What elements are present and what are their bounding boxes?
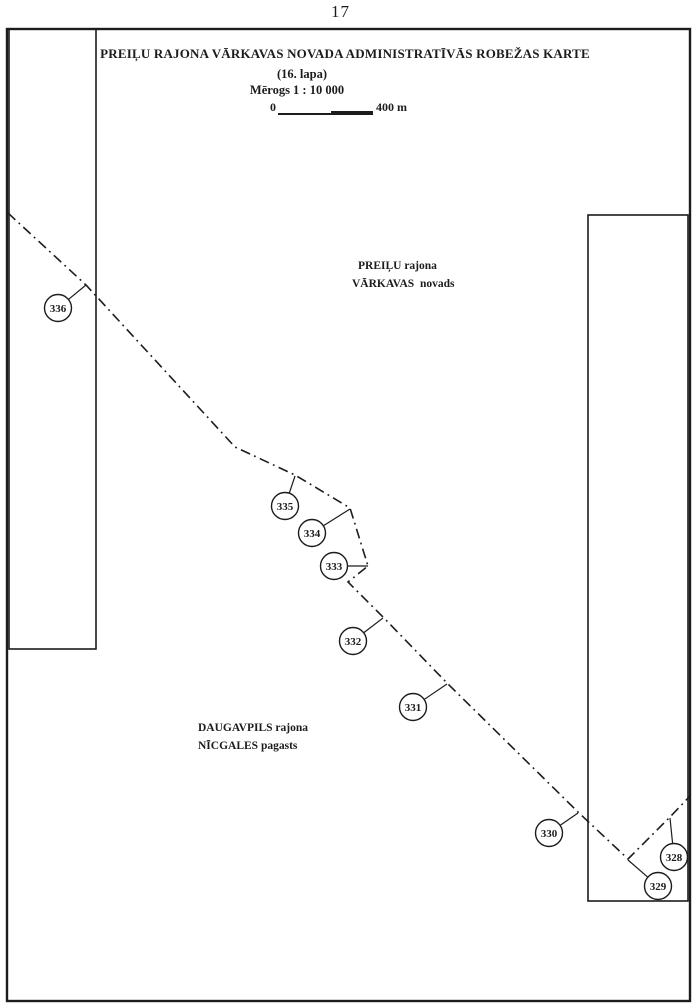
scale-text: Mērogs 1 : 10 000 — [249, 83, 345, 97]
marker-leader-334 — [323, 508, 351, 527]
sheet-number-label: (16. lapa) — [277, 67, 327, 81]
page-number: 17 — [331, 2, 350, 21]
boundary-point-number-335: 335 — [277, 501, 294, 513]
boundary-point-number-331: 331 — [405, 702, 422, 714]
boundary-point-circle-336 — [43, 293, 73, 323]
boundary-point-circle-334 — [297, 518, 327, 548]
boundary-point-circle-335 — [270, 491, 300, 521]
boundary-point-number-330: 330 — [541, 828, 558, 840]
marker-leader-328 — [669, 817, 674, 844]
boundary-point-circle-329 — [643, 871, 673, 901]
region-label-preilu-rajons: PREIĻU rajona — [358, 260, 437, 272]
marker-leader-331 — [423, 683, 448, 700]
scalebar-filled-segment — [331, 110, 373, 115]
boundary-point-number-336: 336 — [50, 303, 67, 315]
marker-leader-335 — [288, 475, 296, 494]
adjacent-sheet-outline-2 — [587, 214, 689, 902]
adjacent-sheet-outline-1 — [8, 28, 97, 650]
map-outer-border — [5, 27, 692, 1003]
boundary-point-number-328: 328 — [666, 852, 683, 864]
boundary-point-circle-331 — [398, 692, 428, 722]
boundary-point-number-332: 332 — [345, 636, 362, 648]
region-label-varkavas-novads: VĀRKAVAS novads — [352, 278, 455, 290]
map-title: PREIĻU RAJONA VĀRKAVAS NOVADA ADMINISTRA… — [100, 46, 590, 61]
scalebar-start-label: 0 — [270, 100, 276, 114]
scalebar-line — [278, 113, 373, 115]
boundary-point-circle-333 — [319, 551, 349, 581]
boundary-point-circle-330 — [534, 818, 564, 848]
marker-leader-332 — [363, 617, 384, 634]
region-label-daugavpils-rajons: DAUGAVPILS rajona — [198, 722, 309, 734]
marker-leader-336 — [68, 284, 87, 300]
scalebar-end-label: 400 m — [376, 100, 407, 114]
boundary-point-number-329: 329 — [650, 881, 667, 893]
boundary-point-number-334: 334 — [304, 528, 321, 540]
region-label-nicgales-pagasts: NĪCGALES pagasts — [198, 740, 298, 752]
marker-leader-330 — [559, 812, 579, 826]
boundary-point-number-333: 333 — [326, 561, 343, 573]
boundary-point-circle-332 — [338, 626, 368, 656]
marker-leader-329 — [627, 859, 649, 878]
boundary-point-circle-328 — [659, 842, 689, 872]
administrative-boundary-line — [7, 212, 691, 861]
